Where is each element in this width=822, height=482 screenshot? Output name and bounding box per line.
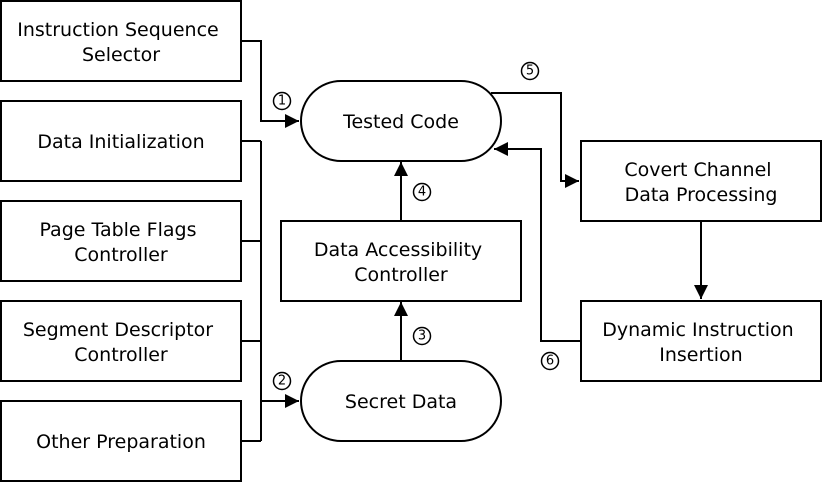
node-other-preparation: Other Preparation [0, 400, 242, 482]
node-label-line: Page Table Flags [39, 219, 196, 241]
svg-text:Segment Descriptor Contr: Segment Descriptor Controller [23, 319, 219, 366]
node-label-line: Controller [354, 264, 448, 286]
step-number: 5 [526, 64, 534, 79]
svg-text:Covert Channel Data Proc: Covert Channel Data Processing [624, 159, 777, 206]
step-number: 3 [418, 329, 426, 344]
step-number: 4 [418, 185, 426, 200]
node-dynamic-instruction-insertion: Dynamic Instruction Insertion [580, 300, 822, 382]
node-data-initialization: Data Initialization [0, 100, 242, 182]
step-marker-4: 4 [412, 182, 432, 202]
node-label-line: Tested Code [342, 111, 459, 133]
node-instruction-sequence-selector: Instruction Sequence Selector [0, 0, 242, 82]
node-label-line: Controller [74, 244, 168, 266]
step-number: 6 [546, 354, 554, 369]
node-data-accessibility-controller: Data Accessibility Controller [280, 220, 522, 302]
step-marker-1: 1 [272, 91, 292, 111]
svg-text:Secret Data: Secret Data [345, 391, 457, 413]
node-label-line: Selector [82, 44, 160, 66]
node-label-line: Segment Descriptor [23, 319, 213, 341]
arrow-selector-to-tested-code [241, 40, 299, 128]
step-marker-5: 5 [520, 61, 540, 81]
svg-text:Instruction Sequence Sel: Instruction Sequence Selector [17, 19, 225, 66]
node-label-line: Instruction Sequence [17, 19, 218, 41]
step-number: 1 [278, 94, 286, 109]
node-page-table-flags-controller: Page Table Flags Controller [0, 200, 242, 282]
node-label-line: Dynamic Instruction [602, 319, 794, 341]
svg-text:Other Preparation: Other Preparation [36, 431, 206, 453]
svg-text:Data Initialization: Data Initialization [37, 131, 204, 153]
node-covert-channel-data-processing: Covert Channel Data Processing [580, 140, 822, 222]
arrow-dynamic-insertion-to-tested-code [494, 142, 581, 342]
node-label-line: Data Processing [625, 184, 778, 206]
step-marker-6: 6 [540, 351, 560, 371]
node-label-line: Other Preparation [36, 431, 206, 453]
connectors [241, 40, 708, 442]
node-label-line: Covert Channel [624, 159, 771, 181]
node-label-line: Insertion [659, 344, 742, 366]
node-segment-descriptor-controller: Segment Descriptor Controller [0, 300, 242, 382]
arrow-tested-code-to-covert-channel [491, 92, 579, 188]
svg-text:Dynamic Instruction Inse: Dynamic Instruction Insertion [602, 319, 800, 366]
node-tested-code: Tested Code [300, 80, 502, 162]
step-marker-2: 2 [272, 371, 292, 391]
svg-text:Page Table Flags Control: Page Table Flags Controller [39, 219, 202, 266]
svg-text:Data Accessibility Contr: Data Accessibility Controller [314, 239, 488, 286]
step-number: 2 [278, 374, 286, 389]
node-label-line: Secret Data [345, 391, 457, 413]
node-secret-data: Secret Data [300, 360, 502, 442]
step-marker-3: 3 [412, 326, 432, 346]
node-label-line: Data Initialization [37, 131, 204, 153]
svg-text:Tested Code: Tested Code [342, 111, 459, 133]
node-label-line: Data Accessibility [314, 239, 482, 261]
node-label-line: Controller [74, 344, 168, 366]
